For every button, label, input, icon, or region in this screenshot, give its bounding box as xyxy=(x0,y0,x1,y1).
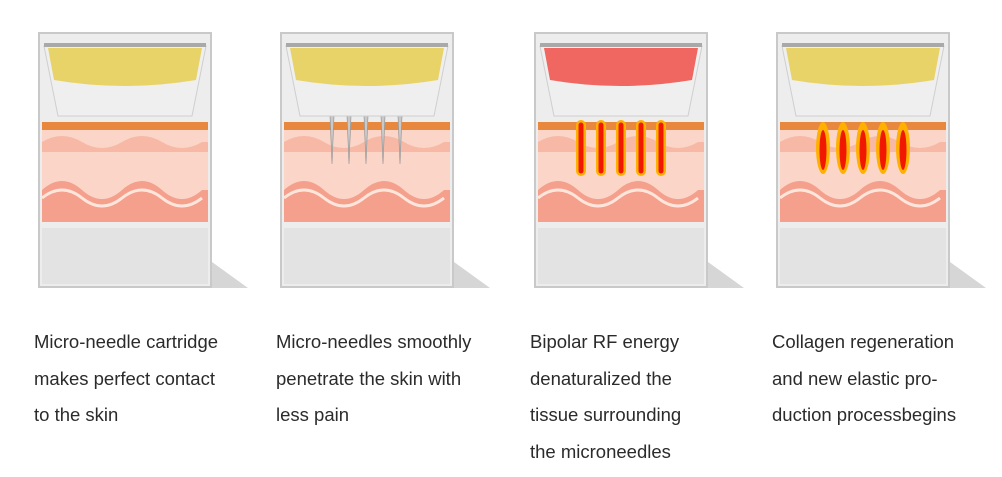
step-1-panel: Micro-needle cartridge makes perfect con… xyxy=(34,0,274,477)
step-3-caption-line-3: tissue surrounding xyxy=(530,404,682,425)
step-2-panel: Micro-needles smoothly penetrate the ski… xyxy=(276,0,516,477)
step-3-panel: Bipolar RF energy denaturalized the tiss… xyxy=(530,0,770,477)
step-1-applicator-tint xyxy=(48,48,202,86)
step-3-rf-channels xyxy=(576,120,666,176)
step-2-applicator xyxy=(285,43,449,117)
step-2-caption-line-1: Micro-needles smoothly xyxy=(276,331,472,352)
step-1-caption-line-1: Micro-needle cartridge xyxy=(34,331,219,352)
step-4-collagen-zones xyxy=(816,122,910,174)
step-4-caption-line-2: and new elastic pro- xyxy=(772,367,938,389)
step-4-applicator-tint xyxy=(786,48,940,86)
step-4-illustration xyxy=(776,32,986,288)
step-3-applicator-tint xyxy=(544,48,698,86)
collagen-zone xyxy=(876,122,890,174)
step-3-applicator xyxy=(539,43,703,117)
step-1-illustration xyxy=(38,32,248,288)
step-4-panel: Collagen regeneration and new elastic pr… xyxy=(772,0,1002,477)
step-3-caption-line-1: Bipolar RF energy xyxy=(530,331,680,352)
step-3-caption-line-2: denaturalized the xyxy=(530,367,672,389)
step-1-applicator xyxy=(43,43,207,117)
step-1-caption-line-2: makes perfect contact xyxy=(34,367,215,389)
step-1-caption-line-3: to the skin xyxy=(34,404,119,425)
step-2-illustration xyxy=(280,32,490,288)
step-4-caption: Collagen regeneration and new elastic pr… xyxy=(772,324,1002,434)
step-2-caption-line-2: penetrate the skin with xyxy=(276,367,462,389)
step-4-applicator xyxy=(781,43,945,117)
step-1-caption: Micro-needle cartridge makes perfect con… xyxy=(34,324,274,434)
collagen-zone xyxy=(836,122,850,174)
step-4-caption-line-3: duction processbegins xyxy=(772,404,957,425)
step-2-caption-line-3: less pain xyxy=(276,404,350,425)
step-3-caption: Bipolar RF energy denaturalized the tiss… xyxy=(530,324,770,470)
collagen-zone xyxy=(896,122,910,174)
step-3-illustration xyxy=(534,32,744,288)
step-4-caption-line-1: Collagen regeneration xyxy=(772,331,955,352)
step-1-skin-layers xyxy=(41,122,208,222)
collagen-zone xyxy=(856,122,870,174)
step-2-applicator-tint xyxy=(290,48,444,86)
step-2-caption: Micro-needles smoothly penetrate the ski… xyxy=(276,324,516,434)
step-3-caption-line-4: the microneedles xyxy=(530,440,671,462)
collagen-zone xyxy=(816,122,830,174)
step-2-microneedles xyxy=(329,115,403,165)
